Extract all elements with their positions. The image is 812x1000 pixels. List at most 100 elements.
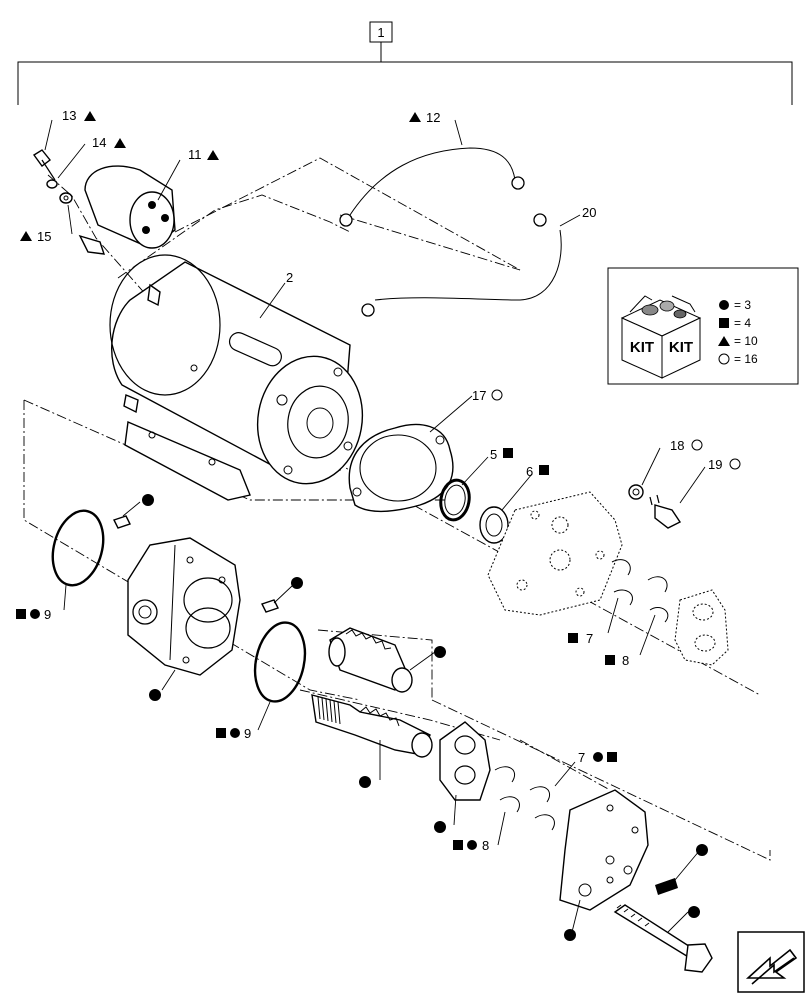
solenoid-hardware [32,149,73,204]
filled-circle-symbol [230,728,240,738]
callout-8-number: 8 [482,838,489,853]
callout-2-number: 2 [286,270,293,285]
callout-19-number: 19 [708,457,722,472]
square-symbol [216,728,226,738]
callout-5-number: 5 [490,447,497,462]
retaining-ring-5 [439,478,471,522]
callout-18-number: 18 [670,438,684,453]
filled-circle-symbol [593,752,603,762]
filled-circle-symbol [30,609,40,619]
callout-11: 11 [188,147,219,162]
kit-legend: KIT KIT = 3 = 4 = 10 = 16 [607,267,799,385]
callout-12-number: 12 [426,110,440,125]
callout-14-number: 14 [92,135,106,150]
filled-circle-symbol [149,689,161,701]
filled-circle-symbol [564,929,576,941]
open-circle-symbol [491,389,503,401]
solenoid [78,165,176,255]
legend-row-3: = 10 [734,334,758,348]
callout-8-upper: 8 [605,653,629,668]
gasket-17 [348,423,454,513]
filled-circle-symbol [467,840,477,850]
electric-motor [109,254,364,501]
legend-row-4: = 16 [734,352,758,366]
callout-2: 2 [286,270,293,285]
triangle-symbol [409,112,421,122]
square-symbol [453,840,463,850]
seal-clips-lower [494,766,555,831]
gear-housing [127,537,241,676]
next-page-arrow-icon[interactable] [737,931,805,993]
triangle-symbol [207,150,219,160]
square-symbol [605,655,615,665]
legend-row-2: = 4 [734,316,751,330]
callout-18: 18 [670,438,703,453]
callout-13: 13 [62,108,96,123]
callout-13-number: 13 [62,108,76,123]
filled-circle-symbol [434,821,446,833]
callout-8-number: 8 [622,653,629,668]
seal-clips-upper [611,559,669,623]
callout-7-lower: 7 [578,750,617,765]
legend-filled-circle [719,300,729,310]
callout-7-number: 7 [586,631,593,646]
callout-17-number: 17 [472,388,486,403]
callout-20: 20 [582,205,596,220]
callout-5: 5 [490,447,513,462]
open-circle-symbol [729,458,741,470]
cable-12 [339,147,525,227]
wear-plate-reference [674,589,729,666]
long-bolt [613,904,713,973]
callout-6-number: 6 [526,464,533,479]
filled-circle-symbol [696,844,708,856]
leader-lines [44,119,706,933]
kit-label-left: KIT [630,339,654,356]
filled-circle-symbol [142,494,154,506]
callout-19: 19 [708,457,741,472]
triangle-symbol [84,111,96,121]
callout-20-number: 20 [582,205,596,220]
driven-gear [328,627,413,693]
legend-open-circle [718,353,730,365]
callout-9-lower: 9 [216,726,251,741]
label-plate [655,878,678,895]
triangle-symbol [114,138,126,148]
callout-9-number: 9 [44,607,51,622]
callout-15-number: 15 [37,229,51,244]
cable-20 [361,213,562,317]
square-symbol [568,633,578,643]
drive-gear-shaft [311,694,433,758]
open-circle-symbol [691,439,703,451]
filled-circle-symbol [434,646,446,658]
square-symbol [539,465,549,475]
callout-8-lower: 8 [453,838,489,853]
square-symbol [503,448,513,458]
kit-label-right: KIT [669,339,693,356]
callout-17: 17 [472,388,503,403]
kit-box-icon: KIT KIT [620,295,702,379]
callout-15: 15 [20,229,51,244]
filled-circle-symbol [291,577,303,589]
assembly-reference: 1 [17,21,793,105]
callout-11-number: 11 [188,147,202,162]
rear-cover [559,789,649,911]
legend-filled-triangle [718,336,730,346]
filled-circle-symbol [688,906,700,918]
o-ring-9-upper [51,509,105,587]
callout-7-upper: 7 [568,631,593,646]
front-cover-reference [487,491,623,616]
callout-14: 14 [92,135,126,150]
assembly-number: 1 [377,25,384,40]
triangle-symbol [20,231,32,241]
callout-6: 6 [526,464,549,479]
square-symbol [16,609,26,619]
o-ring-9-lower [253,621,307,703]
callout-9-number: 9 [244,726,251,741]
callout-12: 12 [409,110,440,125]
callout-7-number: 7 [578,750,585,765]
seal-6 [479,506,509,544]
legend-filled-square [719,318,729,328]
washer-18 [628,484,644,500]
legend-row-1: = 3 [734,298,751,312]
